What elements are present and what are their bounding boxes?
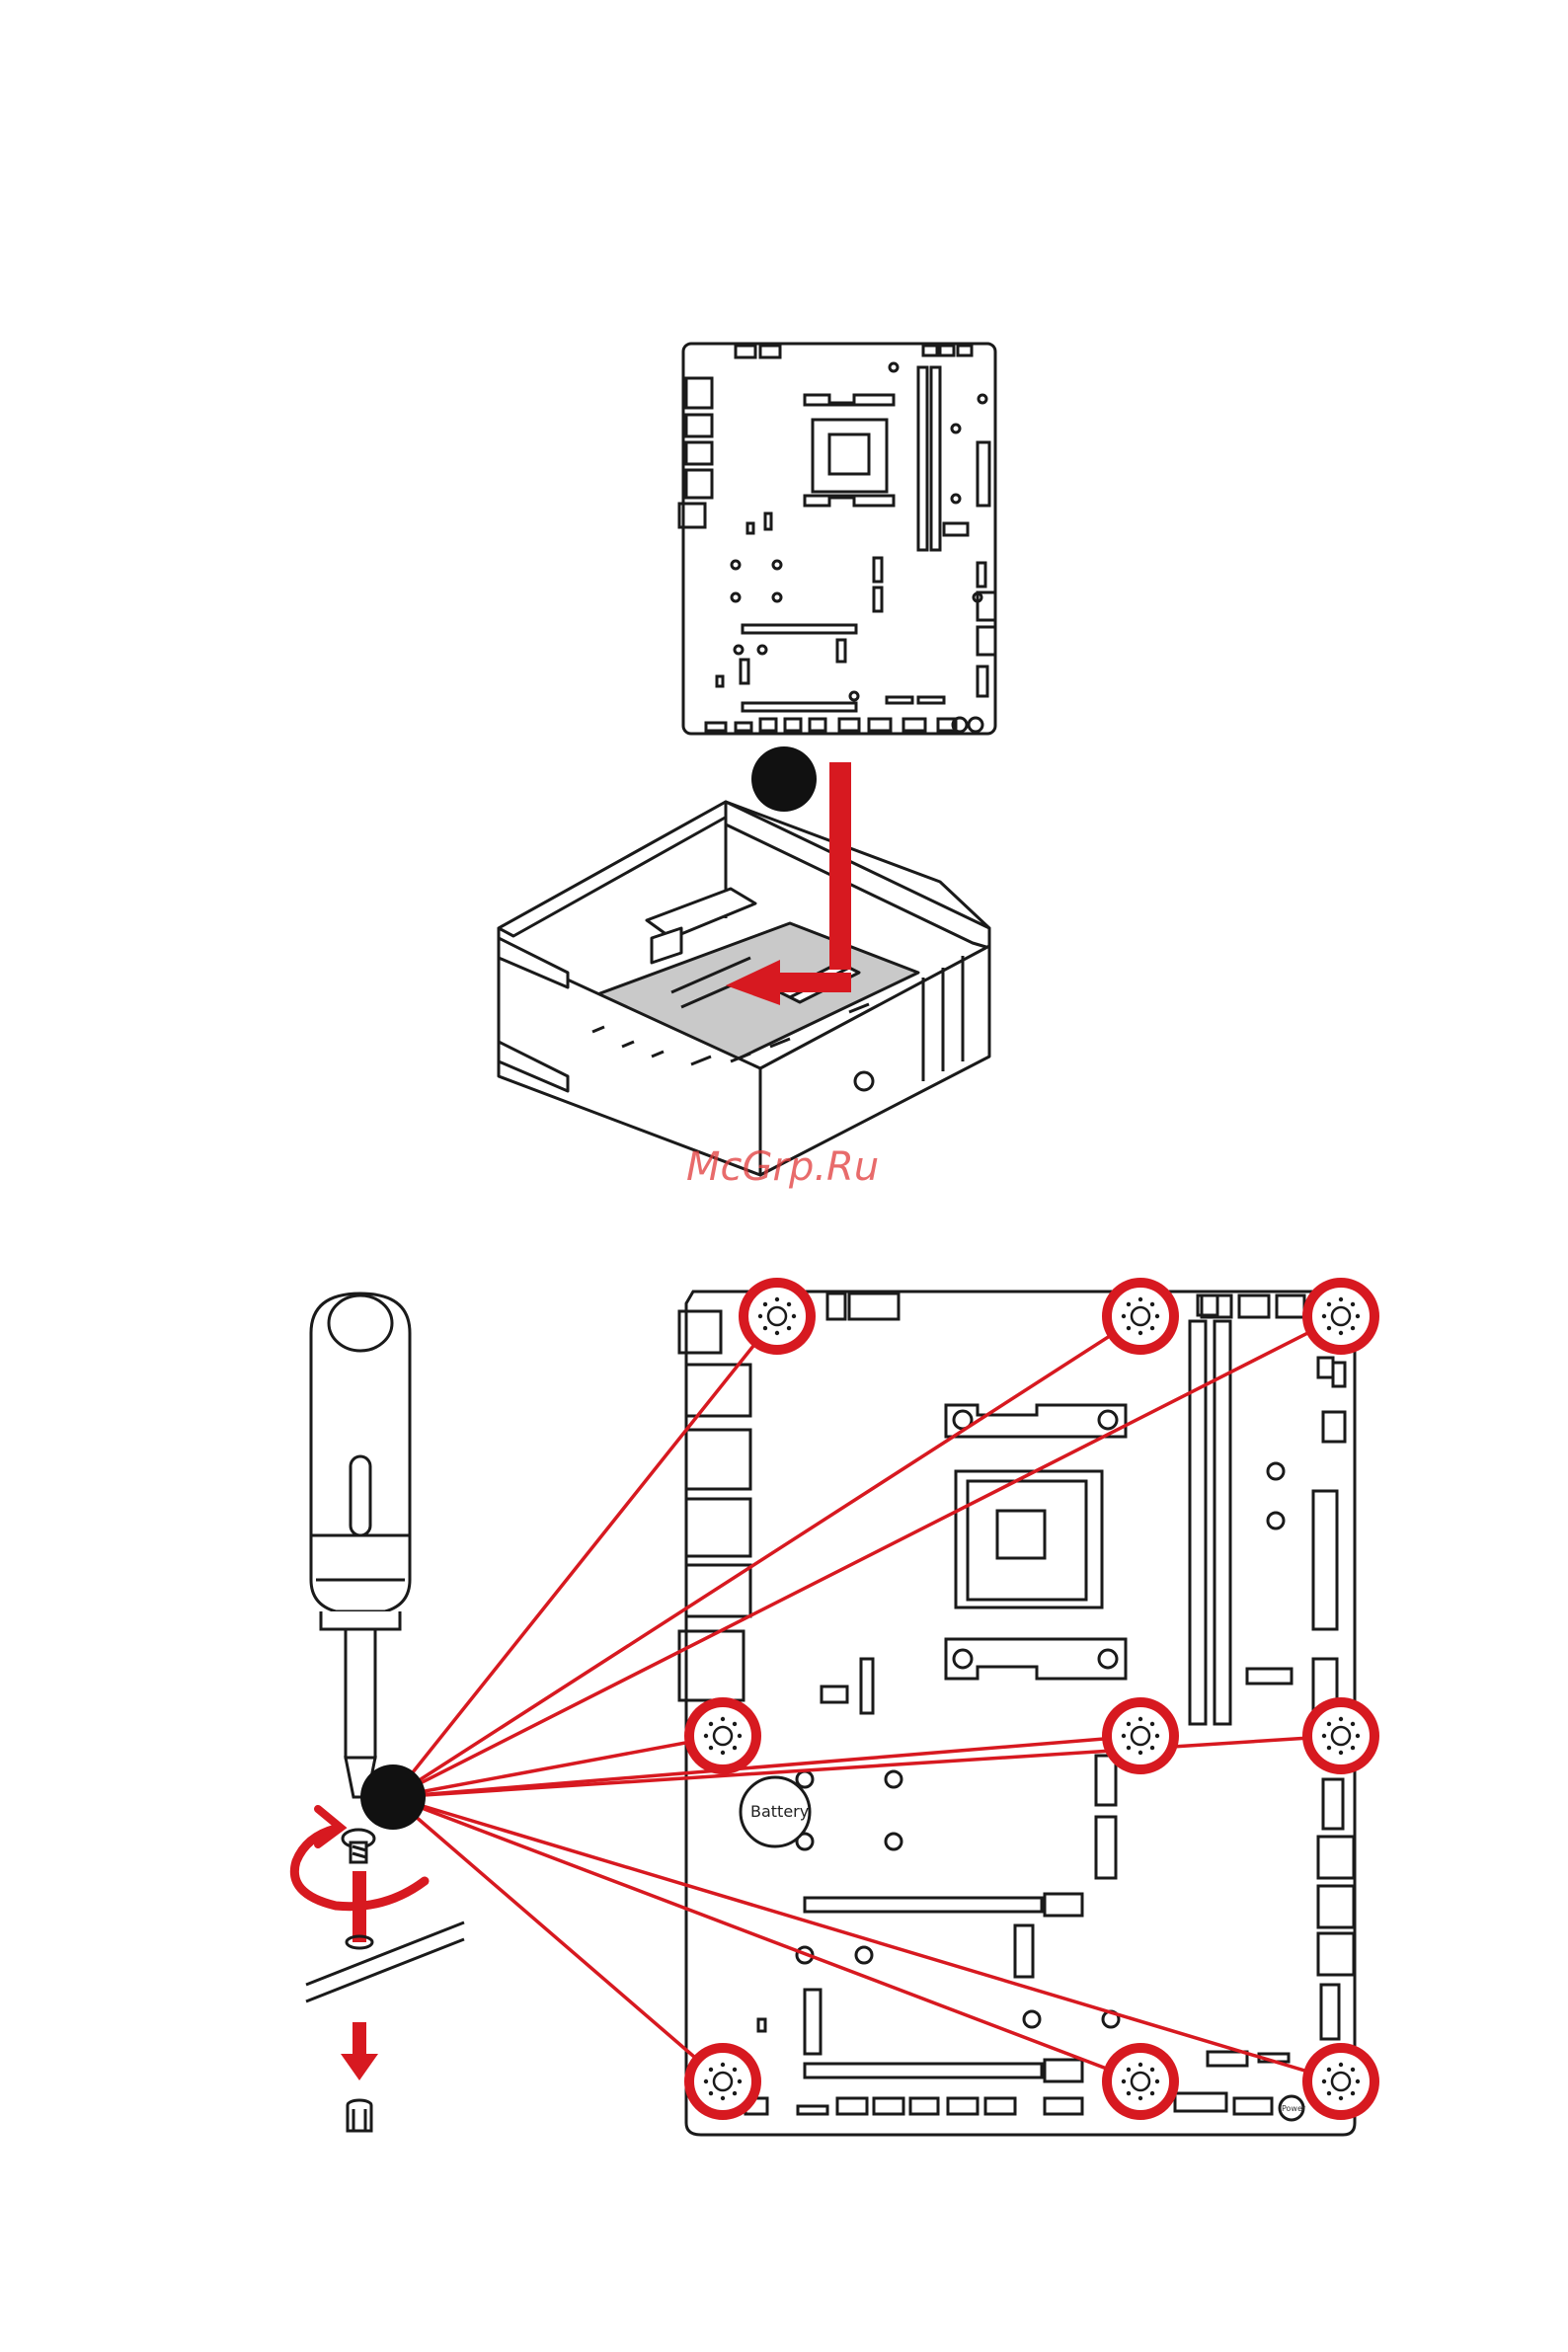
screw-hole-marker	[1307, 2048, 1374, 2115]
power-button-label: Power	[1282, 2104, 1306, 2113]
top-motherboard	[679, 344, 995, 734]
screw-hole-marker	[1307, 1702, 1374, 1769]
watermark: McGrp.Ru	[686, 1144, 879, 1190]
screw-hole-marker	[1107, 1283, 1174, 1350]
screw-hole-marker	[1107, 1702, 1174, 1769]
screw-down-arrow	[353, 1871, 366, 1942]
standoff-down-arrow	[341, 2022, 378, 2080]
board-edge-lines	[306, 1922, 464, 2001]
screw-hole-marker	[689, 2048, 756, 2115]
screwdriver-icon	[311, 1294, 410, 1797]
battery-label: Battery	[750, 1802, 809, 1821]
screw-hole-marker	[744, 1283, 811, 1350]
screw-hole-marker	[1107, 2048, 1174, 2115]
screw-hole-marker	[689, 1702, 756, 1769]
standoff-icon	[348, 2100, 371, 2131]
screw-icon	[343, 1830, 374, 1862]
large-motherboard	[679, 1292, 1355, 2135]
step-marker-1	[751, 746, 817, 812]
screw-hole-marker	[1307, 1283, 1374, 1350]
step-marker-2	[360, 1764, 426, 1830]
